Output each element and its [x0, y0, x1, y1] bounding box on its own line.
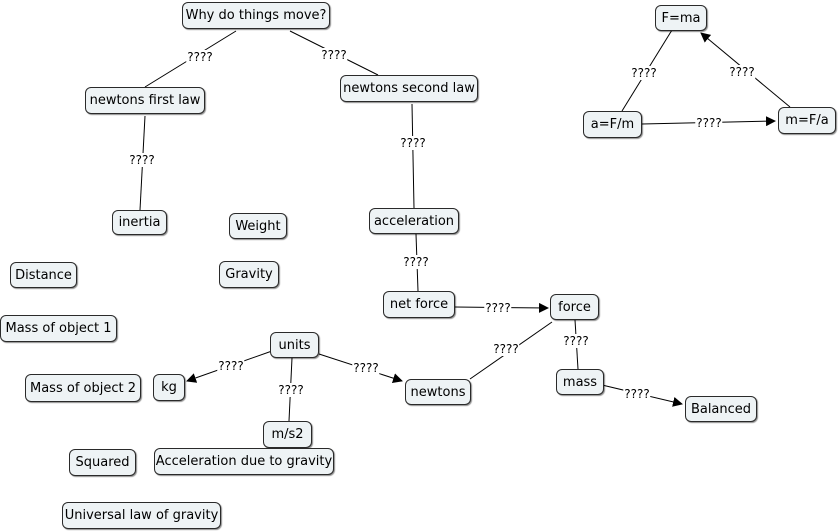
- node-m-f-a[interactable]: m=F/a: [778, 107, 836, 134]
- link-label: ????: [277, 383, 305, 397]
- link-label: ????: [630, 66, 658, 80]
- node-a-f-m[interactable]: a=F/m: [583, 111, 642, 138]
- node-newtons-first-law[interactable]: newtons first law: [85, 87, 205, 114]
- link-label: ????: [320, 48, 348, 62]
- link-label: ????: [728, 65, 756, 79]
- node-m-s2[interactable]: m/s2: [263, 421, 312, 448]
- node-mass[interactable]: mass: [556, 369, 604, 395]
- link-label: ????: [484, 301, 512, 315]
- link-label: ????: [399, 136, 427, 150]
- node-balanced[interactable]: Balanced: [685, 396, 757, 422]
- node-net-force[interactable]: net force: [383, 291, 455, 318]
- node-distance[interactable]: Distance: [10, 262, 77, 288]
- link-label: ????: [128, 153, 156, 167]
- link-second-law-acceleration: [411, 103, 415, 209]
- link-label: ????: [186, 50, 214, 64]
- link-label: ????: [562, 334, 590, 348]
- node-force[interactable]: force: [550, 294, 599, 320]
- node-gravity[interactable]: Gravity: [219, 261, 279, 288]
- node-f-ma[interactable]: F=ma: [655, 5, 707, 31]
- node-mass-of-object-1[interactable]: Mass of object 1: [0, 315, 117, 342]
- node-weight[interactable]: Weight: [229, 213, 287, 239]
- node-mass-of-object-2[interactable]: Mass of object 2: [25, 374, 141, 402]
- node-why-do-things-move[interactable]: Why do things move?: [182, 2, 330, 29]
- node-kg[interactable]: kg: [153, 374, 185, 401]
- node-acceleration[interactable]: acceleration: [369, 208, 459, 234]
- link-label: ????: [217, 359, 245, 373]
- link-label: ????: [623, 387, 651, 401]
- node-universal-law-of-gravity[interactable]: Universal law of gravity: [62, 502, 221, 529]
- node-newtons[interactable]: newtons: [405, 379, 471, 405]
- link-label: ????: [492, 342, 520, 356]
- node-acceleration-due-to-gravity[interactable]: Acceleration due to gravity: [154, 448, 334, 475]
- link-label: ????: [695, 116, 723, 130]
- link-label: ????: [402, 255, 430, 269]
- node-squared[interactable]: Squared: [69, 449, 136, 476]
- link-label: ????: [352, 361, 380, 375]
- node-inertia[interactable]: inertia: [112, 210, 167, 235]
- node-units[interactable]: units: [270, 332, 319, 358]
- node-newtons-second-law[interactable]: newtons second law: [340, 75, 478, 102]
